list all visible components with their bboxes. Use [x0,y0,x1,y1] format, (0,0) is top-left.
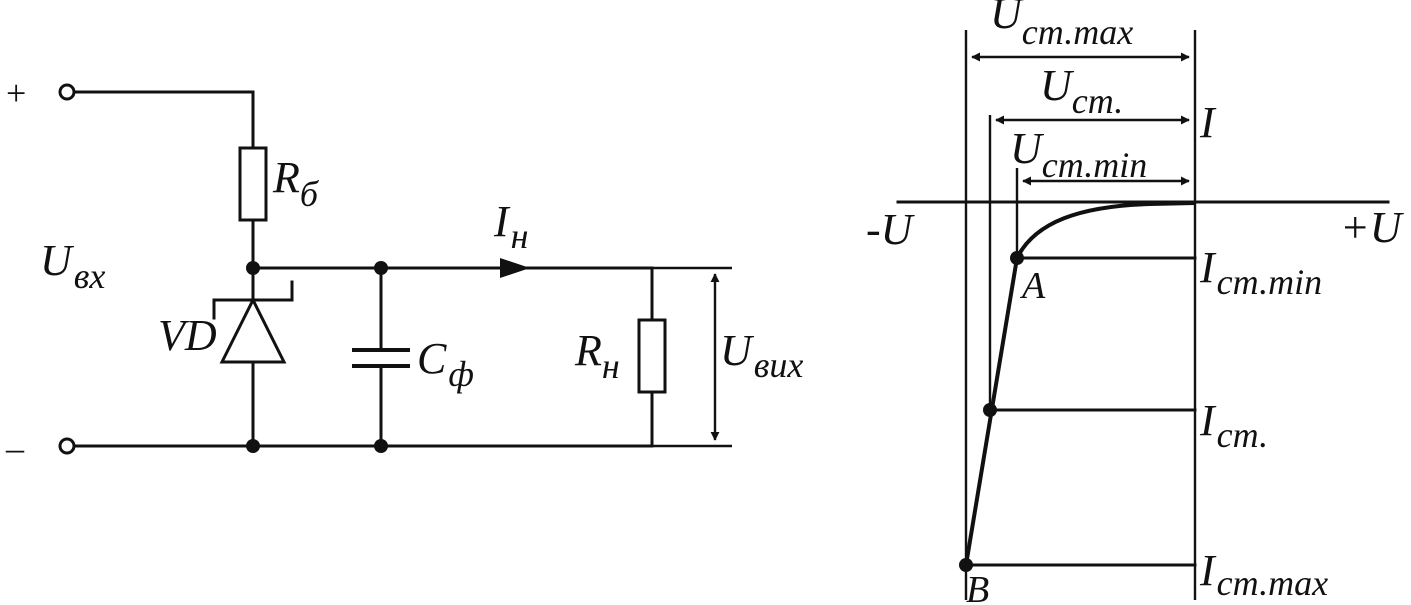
negative-voltage-label: -U [866,205,916,254]
zener-diode-symbol [212,266,294,448]
load-current-label: Iн [493,197,529,256]
input-terminal-minus [58,437,76,455]
breakdown-curve [964,201,1196,566]
terminal-plus-label: + [6,73,26,113]
input-terminal-plus [58,83,76,101]
load-resistor-symbol [637,318,667,394]
load-resistor-label: Rн [574,326,620,386]
filter-capacitor-label: Cф [417,334,474,394]
zener-iv-characteristic: Uст.max Uст. Uст.min I -U +U Iст.min Iст… [866,0,1405,605]
point-b-marker [959,558,973,572]
i-st-point-marker [983,403,997,417]
zener-stabilizer-circuit: + – Uвх Rб VD Cф Iн Rн Uвих [5,73,803,468]
ballast-resistor-label: Rб [272,153,320,214]
point-a-label: A [1019,265,1046,307]
i-st-label: Iст. [1199,396,1268,455]
u-st-max-label: Uст.max [990,0,1133,52]
input-voltage-label: Uвх [40,236,105,296]
zener-diode-label: VD [158,311,217,360]
ballast-resistor-symbol [238,146,268,222]
current-axis-label: I [1199,98,1217,147]
junction-node [246,439,260,453]
i-st-max-label: Iст.max [1199,546,1328,603]
point-b-label: B [966,569,989,605]
u-st-label: Uст. [1040,61,1123,121]
i-st-min-label: Iст.min [1199,243,1322,302]
terminal-minus-label: – [5,428,25,468]
output-voltage-label: Uвих [720,326,803,385]
positive-voltage-label: +U [1340,203,1405,252]
junction-node [374,439,388,453]
filter-capacitor-symbol [352,266,410,448]
u-st-min-label: Uст.min [1010,124,1147,185]
point-a-marker [1010,251,1024,265]
junction-node [374,261,388,275]
load-current-arrow [500,258,530,278]
input-top-wire [73,90,255,150]
junction-node [246,261,260,275]
top-rail-wire [251,266,654,322]
